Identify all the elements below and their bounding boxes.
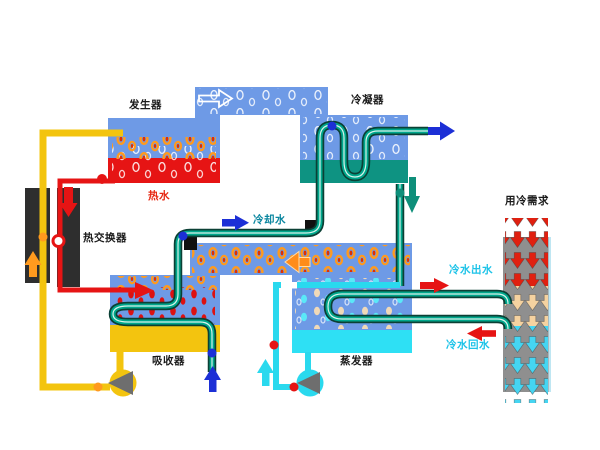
solution-pump-rotor (108, 371, 133, 395)
spray-nozzle (281, 282, 297, 289)
cooling-demand-box (503, 218, 551, 403)
condensate-pipe (395, 177, 420, 286)
generator-vessel (108, 118, 220, 183)
spray-recirculation-arrow (257, 359, 274, 386)
cooling-water-flow-arrow (222, 215, 249, 231)
label-heat-exchanger: 热交换器 (83, 232, 127, 244)
cooling-water-inlet-arrow (204, 366, 221, 392)
pipe-elbow-left (184, 237, 197, 250)
hot-solution-spray-arrow (135, 282, 154, 299)
label-chilled-water-return: 冷水回水 (446, 339, 490, 351)
refrigerant-vapor-arrow (284, 250, 311, 274)
vapor-flow-arrow (198, 88, 234, 109)
label-condenser: 冷凝器 (351, 94, 384, 106)
pipe-node (178, 231, 188, 241)
hx-node-ring (51, 234, 66, 248)
refrigerant-spray-circuit (257, 282, 400, 397)
chilled-water-pipe (323, 289, 513, 330)
pipe-node (207, 348, 217, 358)
vapor-bridge-top (195, 87, 328, 121)
label-cooling-water: 冷却水 (253, 214, 286, 226)
label-absorber: 吸收器 (152, 355, 185, 367)
solution-pipe-yellow (38, 129, 137, 397)
chilled-return-arrow (467, 326, 496, 341)
hot-solution-down-arrow (59, 187, 78, 217)
chilled-out-arrow (420, 278, 449, 293)
cooling-water-pipe (108, 120, 428, 372)
condensate-down-arrow (404, 177, 420, 213)
refrigerant-pump-rotor (297, 372, 320, 394)
cooling-water-outlet-arrow (428, 121, 455, 141)
label-hot-water: 热水 (148, 190, 170, 202)
dilute-solution-up-arrow (24, 251, 42, 277)
solution-pipe-red (24, 174, 154, 299)
label-chilled-water-out: 冷水出水 (449, 264, 493, 276)
demand-heat-arrows (505, 218, 548, 403)
label-generator: 发生器 (129, 99, 162, 111)
absorber-vessel (110, 275, 220, 352)
label-evaporator: 蒸发器 (340, 355, 373, 367)
pipe-node (327, 121, 337, 131)
label-cooling-demand: 用冷需求 (505, 195, 549, 207)
